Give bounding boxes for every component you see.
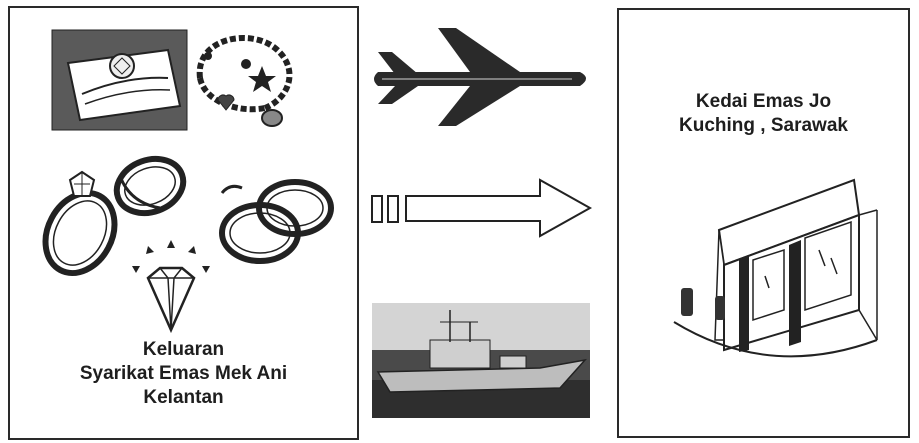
origin-panel: Keluaran Syarikat Emas Mek Ani Kelantan (8, 6, 359, 440)
ship-icon (372, 303, 590, 418)
origin-caption: Keluaran Syarikat Emas Mek Ani Kelantan (10, 338, 357, 410)
storefront-icon (674, 180, 877, 356)
gold-ring-icon (109, 150, 191, 222)
diamond-icon (132, 240, 210, 330)
jewelry-box-icon (52, 30, 187, 130)
origin-line-2: Syarikat Emas Mek Ani (10, 362, 357, 386)
wedding-rings-icon (222, 182, 331, 261)
truck-arrow-icon (372, 180, 590, 236)
origin-line-3: Kelantan (10, 386, 357, 410)
diamond-ring-icon (32, 172, 128, 285)
plane-icon (374, 28, 586, 126)
destination-panel: Kedai Emas Jo Kuching , Sarawak (617, 8, 910, 438)
charm-bracelet-icon (200, 38, 290, 126)
origin-line-1: Keluaran (10, 338, 357, 362)
